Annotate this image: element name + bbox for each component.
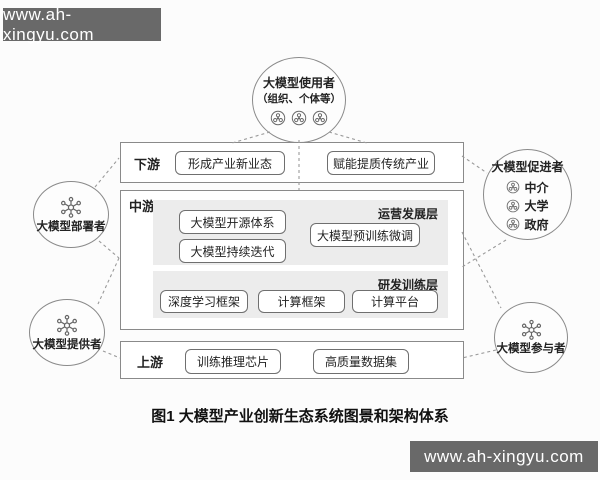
circled-person-icon xyxy=(507,180,520,194)
pill-computing-framework: 计算框架 xyxy=(258,290,345,313)
connector-deployer-downstream xyxy=(94,157,120,188)
upstream-label: 上游 xyxy=(137,355,164,370)
midstream-label: 中游 xyxy=(129,199,156,214)
node-model-deployer-label: 大模型部署者 xyxy=(36,220,106,233)
circled-person-icon xyxy=(291,110,307,126)
rd-training-layer-label: 研发训练层 xyxy=(377,278,438,292)
node-model-users-label-line1: 大模型使用者 xyxy=(262,76,335,90)
network-molecule-icon xyxy=(57,314,78,336)
node-model-participant-label: 大模型参与者 xyxy=(496,343,566,356)
figure-caption: 图1 大模型产业创新生态系统图景和架构体系 xyxy=(151,408,449,425)
circled-person-icon xyxy=(507,199,520,213)
promoter-item-government: 政府 xyxy=(506,216,549,233)
connector-midstream-participant xyxy=(461,231,502,309)
circled-person-icon xyxy=(507,217,520,231)
watermark-banner-top: www.ah-xingyu.com xyxy=(3,5,161,44)
connector-promoter-midstream xyxy=(461,239,507,268)
node-model-participant: 大模型参与者 xyxy=(494,302,568,373)
node-model-provider: 大模型提供者 xyxy=(29,299,105,366)
pill-new-industry-forms: 形成产业新业态 xyxy=(175,151,285,175)
promoter-item-label: 中介 xyxy=(524,180,549,195)
pill-computing-platform: 计算平台 xyxy=(352,290,438,313)
node-model-users: 大模型使用者 （组织、个体等） xyxy=(252,57,346,143)
operations-development-layer-label: 运营发展层 xyxy=(377,207,438,221)
promoter-item-label: 政府 xyxy=(524,217,549,232)
node-model-provider-label: 大模型提供者 xyxy=(32,338,102,351)
promoter-item-university: 大学 xyxy=(506,197,549,214)
node-model-promoter-label: 大模型促进者 xyxy=(491,160,564,175)
upstream-section: 上游 xyxy=(120,341,464,379)
pill-high-quality-datasets: 高质量数据集 xyxy=(313,349,409,374)
network-molecule-icon xyxy=(521,320,541,341)
node-model-deployer: 大模型部署者 xyxy=(33,181,109,248)
downstream-label: 下游 xyxy=(134,157,161,172)
pill-training-inference-chips: 训练推理芯片 xyxy=(185,349,281,374)
circled-person-icon xyxy=(312,110,328,126)
node-model-promoter: 大模型促进者 中介 大学 政府 xyxy=(483,149,572,240)
pill-deep-learning-framework: 深度学习框架 xyxy=(160,290,248,313)
watermark-banner-bottom: www.ah-xingyu.com xyxy=(410,441,598,472)
pill-continuous-iteration: 大模型持续迭代 xyxy=(179,239,286,263)
connector-participant-upstream xyxy=(461,349,497,359)
member-icon-row xyxy=(270,110,328,126)
connector-provider-upstream xyxy=(102,350,121,359)
node-model-users-label-line2: （组织、个体等） xyxy=(257,93,341,105)
pill-open-source-system: 大模型开源体系 xyxy=(179,210,286,234)
pill-pretrain-finetune: 大模型预训练微调 xyxy=(310,223,420,247)
watermark-url: www.ah-xingyu.com xyxy=(424,446,584,466)
promoter-item-intermediary: 中介 xyxy=(506,179,549,196)
watermark-url: www.ah-xingyu.com xyxy=(3,4,94,44)
network-molecule-icon xyxy=(61,196,82,218)
connector-downstream-promoter xyxy=(461,155,488,174)
circled-person-icon xyxy=(270,110,286,126)
pill-empower-traditional-industry: 赋能提质传统产业 xyxy=(327,151,435,175)
promoter-item-label: 大学 xyxy=(524,199,549,214)
connector-deployer-midstream xyxy=(98,240,120,259)
connector-midstream-provider xyxy=(97,257,120,305)
